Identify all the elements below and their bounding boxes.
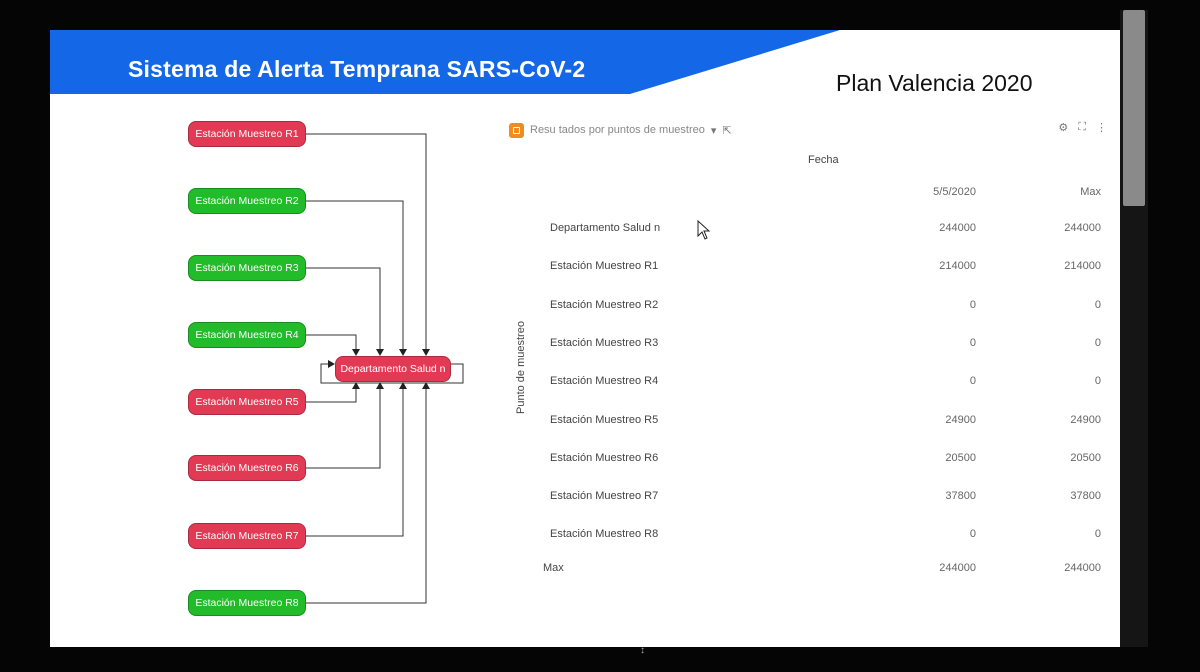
row-label: Estación Muestreo R1 — [550, 260, 659, 273]
cell-max-value: 0 — [1094, 336, 1101, 349]
row-label: Estación Muestreo R7 — [550, 490, 659, 503]
report-name[interactable]: Resu tados por puntos de muestreo — [530, 124, 705, 136]
hub-loop-connector — [320, 360, 464, 384]
diagram-node-r4[interactable]: Estación Muestreo R4 — [188, 322, 306, 348]
total-row-label: Max — [543, 562, 564, 574]
row-label: Estación Muestreo R4 — [550, 375, 659, 388]
flow-diagram-connectors — [306, 133, 464, 604]
diagram-node-r8[interactable]: Estación Muestreo R8 — [188, 590, 306, 616]
mouse-cursor-icon — [697, 220, 711, 240]
connector-r6 — [306, 382, 384, 469]
connector-r3 — [306, 267, 384, 356]
diagram-node-r1[interactable]: Estación Muestreo R1 — [188, 121, 306, 147]
cell-date-value: 24900 — [945, 413, 976, 426]
report-panel: Resu tados por puntos de muestreo ▾ ⇱ ⚙ … — [503, 116, 1115, 646]
slide: Sistema de Alerta Temprana SARS-CoV-2 Pl… — [50, 30, 1120, 647]
gear-icon[interactable]: ⚙ — [1058, 122, 1069, 134]
report-toolbar: Resu tados por puntos de muestreo ▾ ⇱ — [509, 121, 732, 139]
row-label: Estación Muestreo R6 — [550, 451, 659, 464]
connector-r4 — [306, 334, 360, 356]
cell-max-value: 0 — [1094, 528, 1101, 541]
expand-icon[interactable]: ⛶ — [1078, 121, 1086, 133]
cell-date-value: 244000 — [939, 222, 976, 234]
cell-max-value: 214000 — [1064, 260, 1101, 273]
row-label: Estación Muestreo R5 — [550, 413, 659, 426]
cell-date-value: 20500 — [945, 451, 976, 464]
bottom-marker: ↕ — [640, 645, 645, 656]
cell-date-value: 214000 — [939, 260, 976, 273]
diagram-hub-node[interactable]: Departamento Salud n — [335, 356, 451, 382]
cell-max-value: 0 — [1094, 375, 1101, 388]
cell-max-value: 20500 — [1070, 451, 1101, 464]
row-axis-label: Punto de muestreo — [515, 321, 527, 414]
page-title: Sistema de Alerta Temprana SARS-CoV-2 — [128, 56, 586, 82]
column-header-max: Max — [1080, 186, 1101, 198]
chevron-down-icon[interactable]: ▾ — [710, 124, 717, 137]
row-label: Estación Muestreo R3 — [550, 336, 659, 349]
diagram-node-r6[interactable]: Estación Muestreo R6 — [188, 455, 306, 481]
cell-date-value: 0 — [969, 336, 976, 349]
cell-date-value: 0 — [969, 298, 976, 311]
column-group-header: Fecha — [808, 154, 839, 166]
cell-max-value: 37800 — [1070, 490, 1101, 503]
scrollbar-thumb[interactable] — [1123, 10, 1145, 206]
scrollbar[interactable] — [1120, 10, 1148, 647]
connector-r8 — [306, 382, 430, 604]
total-max-value: 244000 — [1064, 562, 1101, 574]
cell-date-value: 0 — [969, 528, 976, 541]
row-label: Estación Muestreo R8 — [550, 528, 659, 541]
page-subtitle: Plan Valencia 2020 — [836, 70, 1033, 96]
report-actions: ⚙ ⛶ ⋮ — [1058, 121, 1107, 134]
banner-shape — [50, 30, 840, 94]
more-icon[interactable]: ⋮ — [1096, 122, 1107, 134]
cell-date-value: 37800 — [945, 490, 976, 503]
report-logo-icon — [509, 122, 524, 138]
column-header-date: 5/5/2020 — [933, 186, 976, 198]
total-date-value: 244000 — [939, 562, 976, 574]
header-banner: Sistema de Alerta Temprana SARS-CoV-2 — [50, 30, 1120, 94]
cell-max-value: 24900 — [1070, 413, 1101, 426]
connector-r1 — [306, 133, 430, 356]
connector-r2 — [306, 200, 407, 356]
row-label: Estación Muestreo R2 — [550, 298, 659, 311]
cell-max-value: 0 — [1094, 298, 1101, 311]
diagram-node-r7[interactable]: Estación Muestreo R7 — [188, 523, 306, 549]
diagram-node-r2[interactable]: Estación Muestreo R2 — [188, 188, 306, 214]
connector-r7 — [306, 382, 407, 537]
cell-date-value: 0 — [969, 375, 976, 388]
diagram-node-r3[interactable]: Estación Muestreo R3 — [188, 255, 306, 281]
connector-r5 — [306, 382, 360, 403]
cell-max-value: 244000 — [1064, 222, 1101, 234]
diagram-node-r5[interactable]: Estación Muestreo R5 — [188, 389, 306, 415]
external-link-icon[interactable]: ⇱ — [722, 124, 732, 137]
row-label: Departamento Salud n — [550, 222, 661, 234]
